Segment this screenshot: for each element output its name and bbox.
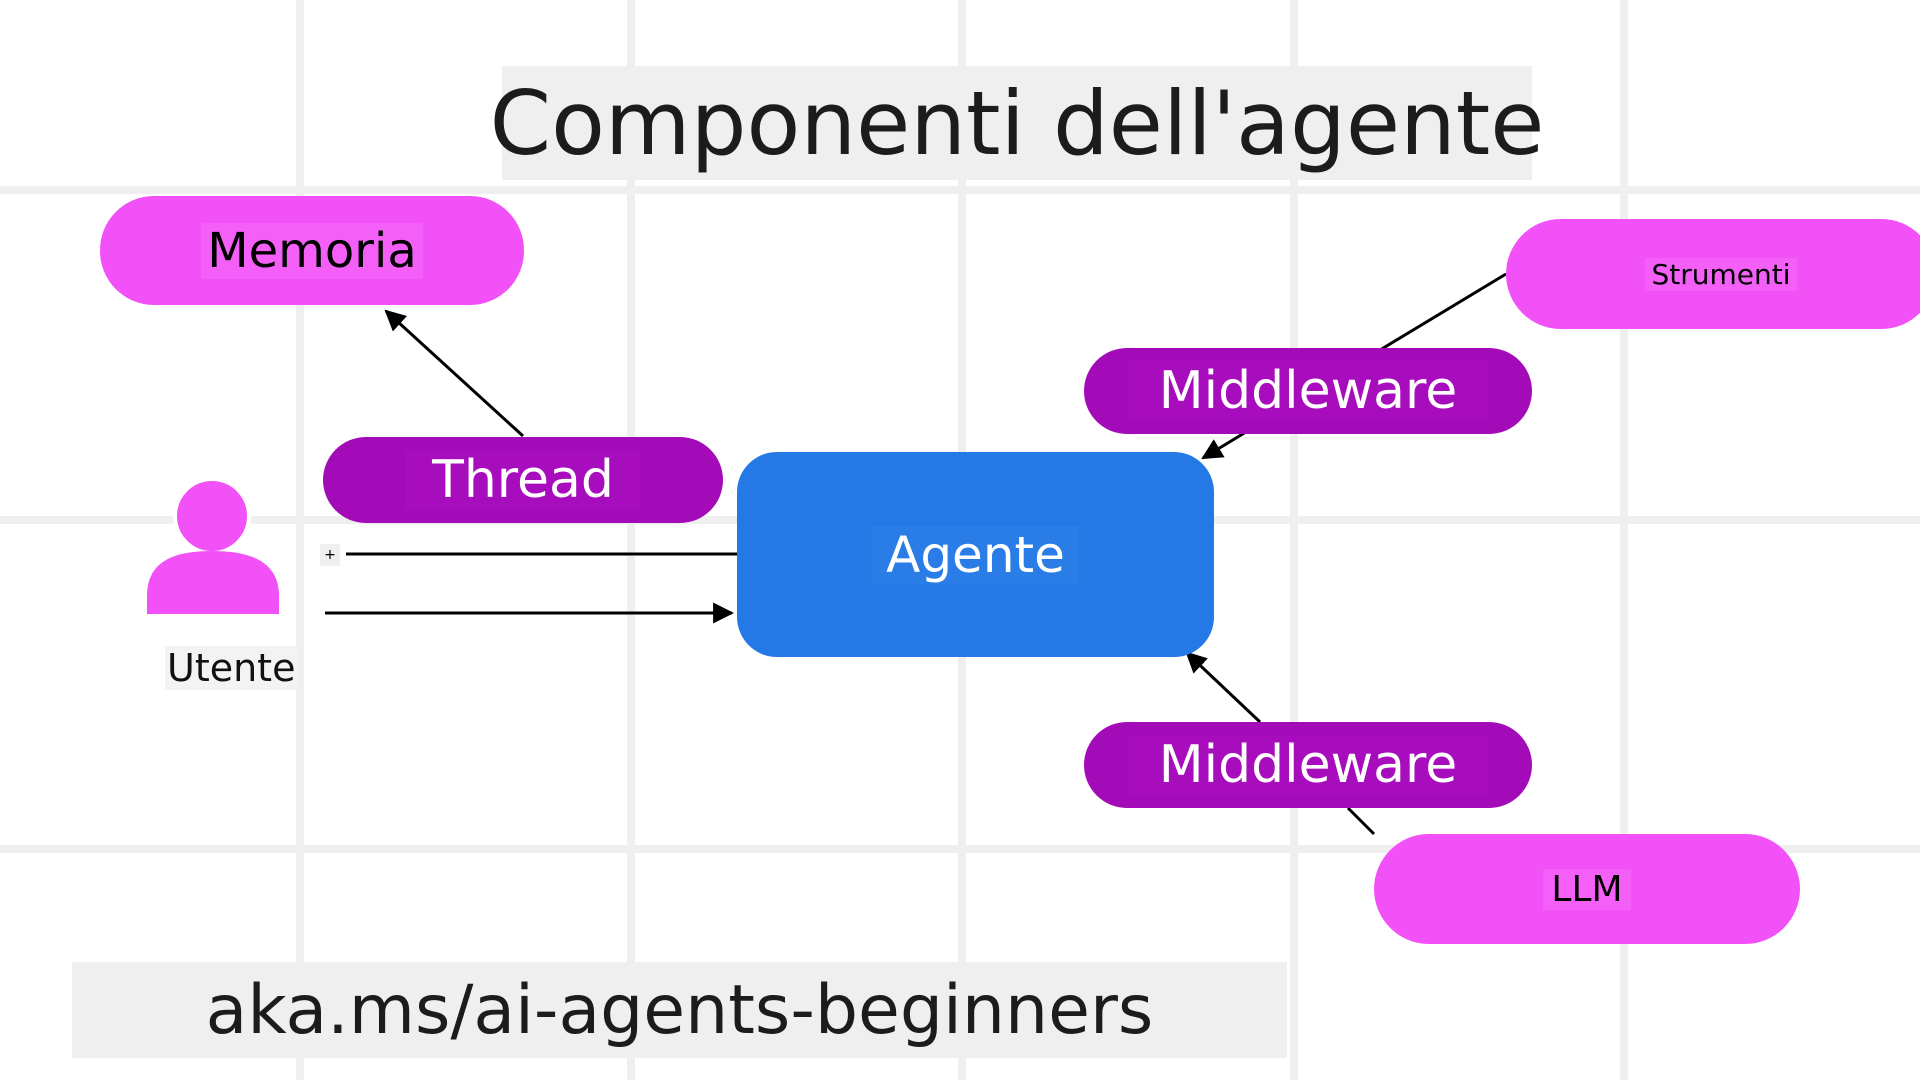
agent-node: Agente xyxy=(737,452,1214,657)
middleware-top-label: Middleware xyxy=(1128,361,1488,421)
diagram-title: Componenti dell'agente xyxy=(489,71,1545,175)
grid-line xyxy=(1290,0,1298,1080)
grid-line xyxy=(0,845,1920,853)
middleware-to-agent-arrow xyxy=(1201,430,1247,460)
middleware-top-node: Middleware xyxy=(1084,348,1532,434)
tools-to-middleware-line xyxy=(1379,272,1507,352)
llm-to-middleware-line xyxy=(1346,806,1376,836)
thread-label: Thread xyxy=(406,450,640,510)
footer-url: aka.ms/ai-agents-beginners xyxy=(205,970,1154,1050)
middleware-bottom-to-agent-arrow xyxy=(1185,651,1262,724)
llm-node: LLM xyxy=(1374,834,1800,944)
grid-line xyxy=(296,0,304,1080)
memory-label: Memoria xyxy=(201,222,423,279)
tools-node: Strumenti xyxy=(1506,219,1920,329)
footer-url-box: aka.ms/ai-agents-beginners xyxy=(72,962,1287,1058)
user-icon xyxy=(147,477,279,614)
title-box: Componenti dell'agente xyxy=(490,66,1544,180)
thread-node: Thread xyxy=(323,437,723,523)
grid-line xyxy=(0,186,1920,194)
memory-node: Memoria xyxy=(100,196,524,305)
middleware-bottom-label: Middleware xyxy=(1128,735,1488,795)
tools-label: Strumenti xyxy=(1645,257,1797,291)
llm-label: LLM xyxy=(1543,868,1631,910)
plus-marker: + xyxy=(320,544,340,566)
grid-line xyxy=(627,0,635,1080)
thread-to-memory-arrow xyxy=(384,309,525,438)
grid-line xyxy=(1620,0,1628,1080)
user-label: Utente xyxy=(165,646,298,690)
middleware-bottom-node: Middleware xyxy=(1084,722,1532,808)
agent-label: Agente xyxy=(872,525,1079,584)
